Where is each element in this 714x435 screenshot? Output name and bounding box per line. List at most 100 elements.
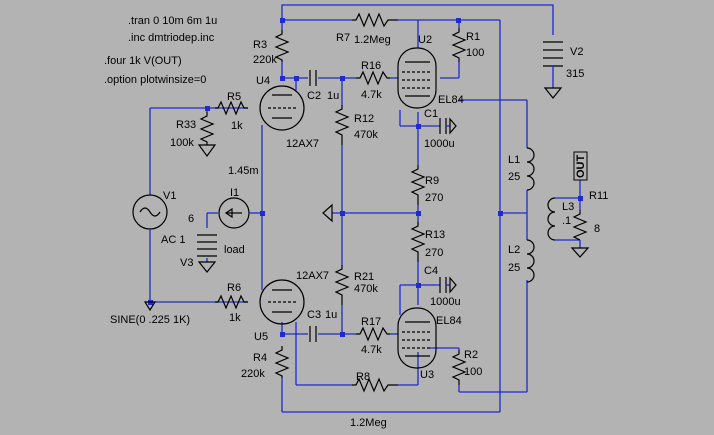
junction-dot <box>578 196 583 201</box>
label-r5-name: R5 <box>227 91 241 103</box>
spice-directives: .tran 0 10m 6m 1u .inc dmtriodep.inc .fo… <box>104 15 217 86</box>
tube-u5[interactable] <box>259 279 305 325</box>
label-r8-name: R8 <box>356 371 370 383</box>
junction-dot <box>340 332 345 337</box>
junction-dot <box>340 76 345 81</box>
label-u4-name: U4 <box>256 75 270 87</box>
label-u2-value: EL84 <box>438 94 464 106</box>
capacitor-c3[interactable] <box>309 326 317 342</box>
label-c1-value: 1000u <box>424 138 455 150</box>
resistor-r11[interactable] <box>572 210 588 241</box>
label-r11-name: R11 <box>589 190 608 202</box>
resistor-r6[interactable] <box>215 294 248 310</box>
capacitor-c4[interactable] <box>439 276 457 294</box>
label-r9-value: 270 <box>425 192 443 204</box>
battery-v3[interactable] <box>197 234 217 257</box>
label-r4-name: R4 <box>253 352 267 364</box>
inductor-l1[interactable] <box>526 147 535 191</box>
label-v2-value: 315 <box>566 68 584 80</box>
label-v3-value: 6 <box>188 213 194 225</box>
component-labels: R3 220k U4 12AX7 R7 1.2Meg U2 R1 100 EL8… <box>110 31 608 429</box>
label-i1-name: I1 <box>230 187 239 199</box>
tubes <box>259 47 437 369</box>
inductor-l3[interactable] <box>547 197 556 241</box>
label-r33-name: R33 <box>176 119 196 131</box>
label-r8-value: 1.2Meg <box>350 417 387 429</box>
capacitor-c1[interactable] <box>439 117 457 135</box>
resistor-r7[interactable] <box>352 12 398 28</box>
resistor-r13[interactable] <box>410 222 426 262</box>
label-c3-name: C3 <box>307 309 321 321</box>
resistor-r8[interactable] <box>352 377 398 393</box>
label-r12-name: R12 <box>354 113 374 125</box>
label-v2-name: V2 <box>570 46 583 58</box>
resistor-r12[interactable] <box>334 105 350 145</box>
label-r21-name: R21 <box>354 271 374 283</box>
label-r7-value: 1.2Meg <box>354 34 391 46</box>
tube-u4[interactable] <box>259 85 305 131</box>
label-r9-name: R9 <box>425 175 439 187</box>
label-v3-name: V3 <box>180 257 193 269</box>
junction-dot <box>498 211 503 216</box>
junction-dot <box>416 283 421 288</box>
resistor-r3[interactable] <box>274 30 290 62</box>
tube-u2[interactable] <box>397 47 437 109</box>
label-r6-name: R6 <box>227 282 241 294</box>
label-r13-value: 270 <box>425 247 443 259</box>
ground-symbol <box>543 87 563 99</box>
label-u3-name: U3 <box>420 369 434 381</box>
ground-symbol <box>143 301 157 312</box>
voltage-source-v1[interactable] <box>132 194 168 230</box>
capacitors <box>309 70 457 342</box>
label-l1-value: 25 <box>508 171 520 183</box>
resistor-r1[interactable] <box>451 28 467 62</box>
net-label-out[interactable]: OUT <box>573 151 588 181</box>
label-r7-name: R7 <box>336 32 350 44</box>
resistors <box>199 12 588 393</box>
label-r2-name: R2 <box>464 349 478 361</box>
junction-dot <box>416 211 421 216</box>
label-c2-value: 1u <box>327 90 339 102</box>
capacitor-c2[interactable] <box>309 70 317 86</box>
sources <box>132 41 563 257</box>
label-c4-name: C4 <box>424 265 438 277</box>
junction-dot <box>205 106 210 111</box>
resistor-r21[interactable] <box>334 265 350 305</box>
label-r5-value: 1k <box>231 120 243 132</box>
label-r11-value: 8 <box>594 223 600 235</box>
inductor-l2[interactable] <box>526 239 535 283</box>
battery-v2[interactable] <box>543 41 563 78</box>
label-r33-value: 100k <box>170 137 194 149</box>
wire-top-rail <box>281 4 554 35</box>
junction-dot <box>280 332 285 337</box>
label-r16-value: 4.7k <box>361 89 382 101</box>
resistor-r16[interactable] <box>356 70 390 86</box>
resistor-r9[interactable] <box>410 165 426 205</box>
resistor-r5[interactable] <box>215 100 248 116</box>
label-v1-value: AC 1 <box>161 234 185 246</box>
net-label-out-text: OUT <box>575 155 587 179</box>
label-u2-name: U2 <box>418 34 432 46</box>
junction-dot <box>260 211 265 216</box>
label-l2-name: L2 <box>508 244 520 256</box>
junction-dot <box>456 18 461 23</box>
resistor-r17[interactable] <box>356 326 390 342</box>
junction-dot <box>294 76 299 81</box>
ground-symbol <box>197 261 217 273</box>
resistor-r4[interactable] <box>274 346 290 378</box>
directive-inc: .inc dmtriodep.inc <box>128 32 215 44</box>
junction-dot <box>416 124 421 129</box>
directive-tran: .tran 0 10m 6m 1u <box>128 15 217 27</box>
current-source-i1[interactable] <box>218 197 250 229</box>
resistor-r2[interactable] <box>451 350 467 385</box>
label-l3-value: .1 <box>562 215 571 227</box>
tube-u3[interactable] <box>397 307 437 369</box>
ground-symbol <box>197 144 217 158</box>
label-i1-value: 1.45m <box>228 165 259 177</box>
directive-option: .option plotwinsize=0 <box>104 74 206 86</box>
label-i1-load: load <box>224 244 245 256</box>
ground-symbol <box>322 203 333 223</box>
label-l1-name: L1 <box>508 154 520 166</box>
resistor-r33[interactable] <box>199 112 215 145</box>
